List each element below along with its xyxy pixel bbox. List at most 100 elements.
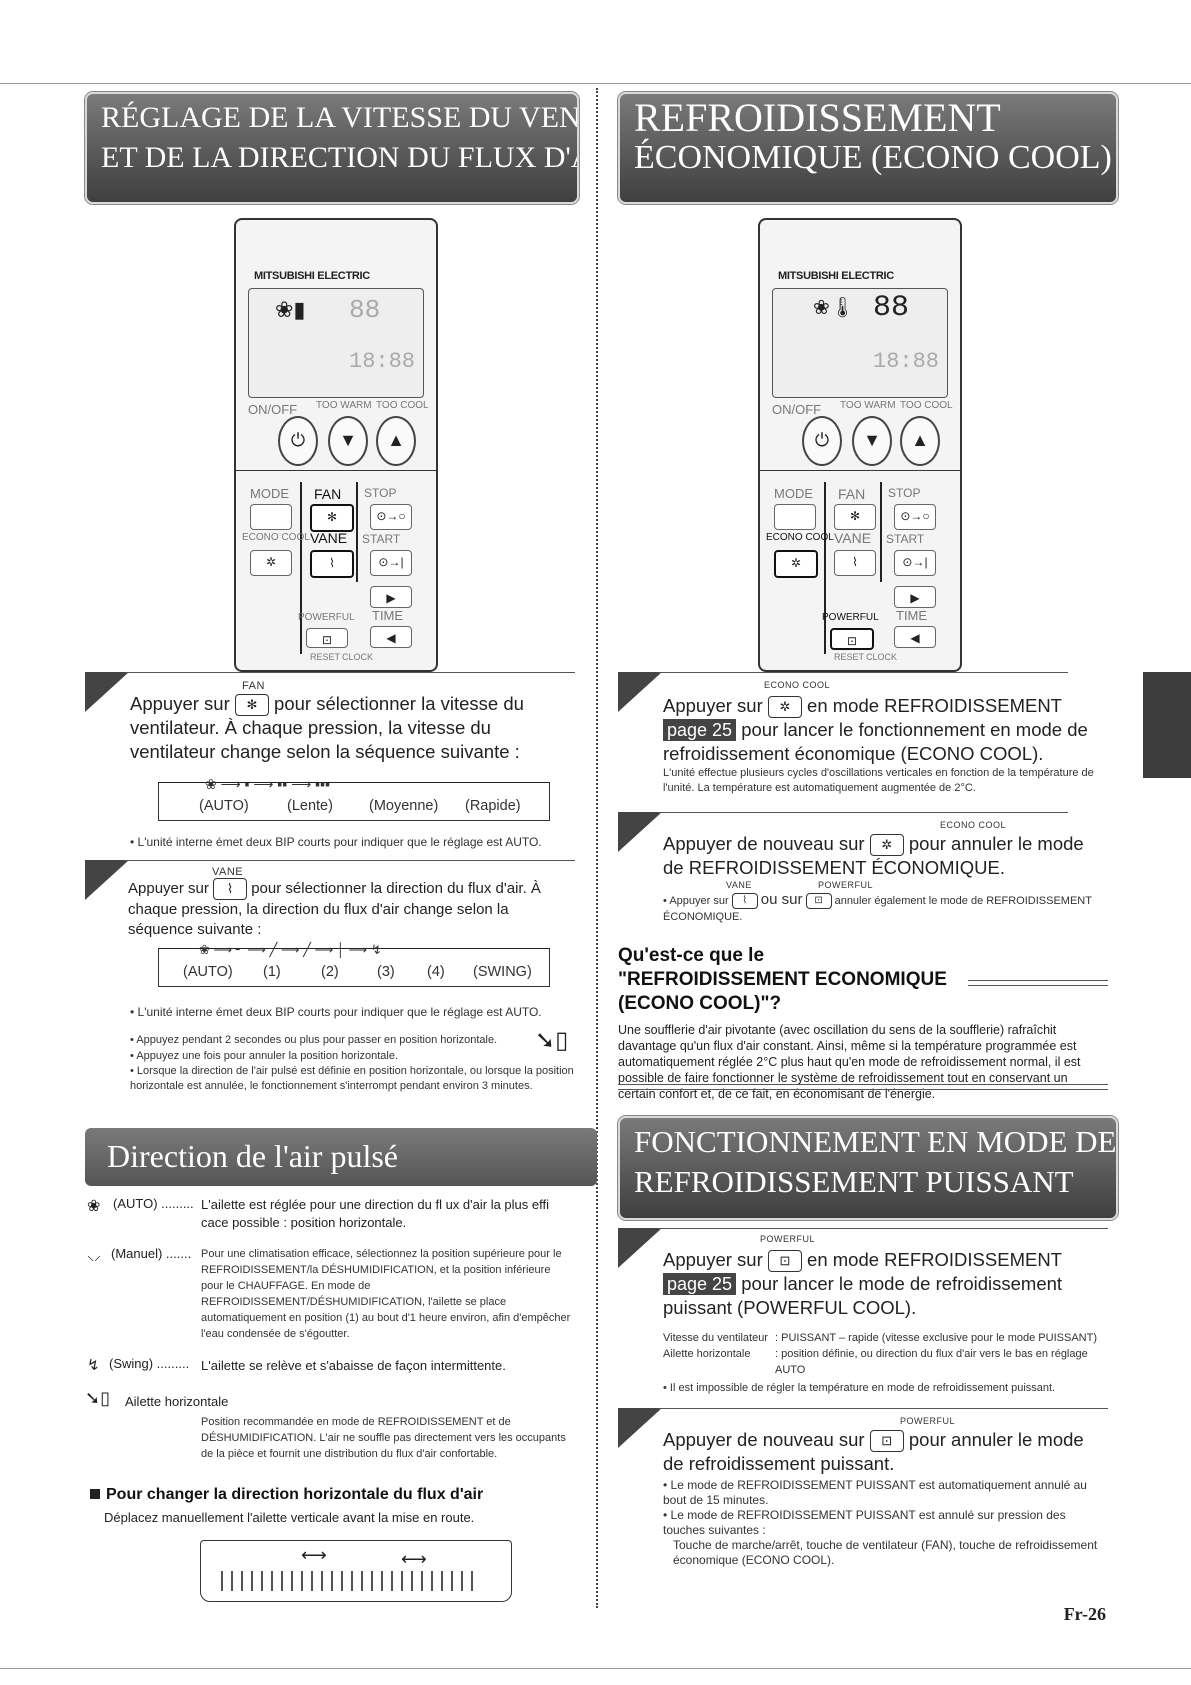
vane-seq-symbols: ❀ ⟶ ╴ ⟶ ╱ ⟶ ╱ ⟶ │ ⟶ ↯ — [199, 942, 382, 957]
banner-powerful-cooling: Fonctionnement en mode de refroidissemen… — [618, 1116, 1118, 1220]
econo-explanation: Qu'est-ce que le "REFROIDISSEMENT ECONOM… — [618, 944, 1108, 1102]
stop-timer-button[interactable]: ⊙→○ — [370, 504, 412, 530]
too-cool-label: TOO COOL — [376, 400, 429, 411]
banner-title-line2: et de la direction du flux d'air — [101, 141, 579, 174]
powerful-label: POWERFUL — [822, 612, 879, 623]
too-warm-label: TOO WARM — [840, 400, 896, 411]
banner-air-direction: Direction de l'air pulsé — [85, 1128, 597, 1186]
vane-key-icon: ⌇ — [213, 878, 248, 900]
vane-note-1: • L'unité interne émet deux BIP courts p… — [130, 1005, 542, 1019]
time-down-button[interactable]: ◀ — [894, 626, 936, 648]
banner-title-line1: Refroidissement — [634, 95, 1001, 140]
vane-note-3: • Appuyez une fois pour annuler la posit… — [130, 1050, 399, 1062]
start-timer-button[interactable]: ⊙→| — [894, 550, 936, 576]
left-right-arrow-icon: ⟷ — [301, 1545, 327, 1565]
remote-display: ❀▮ 88 18:88 — [248, 288, 424, 398]
remote-display: ❀🌡 88 18:88 — [772, 288, 948, 398]
reset-label: RESET — [834, 652, 865, 662]
fan-speed-icon: ❀▮ — [275, 297, 306, 322]
econo-cool-button[interactable]: ✲ — [250, 550, 292, 576]
mode-button[interactable] — [774, 504, 816, 530]
vane-key-icon: ⌇ — [731, 893, 758, 910]
step-econo-cancel: ECONO COOL Appuyer de nouveau sur ✲ pour… — [618, 812, 1108, 932]
vane-button[interactable]: ⌇ — [834, 550, 876, 576]
bottom-rule — [0, 1668, 1191, 1669]
econo-cancel-instruction: Appuyer de nouveau sur ✲ pour annuler le… — [663, 833, 1084, 879]
onoff-label: ON/OFF — [248, 402, 298, 417]
econo-display-icon: ❀🌡 — [813, 297, 856, 319]
fan-button[interactable]: ✻ — [310, 504, 354, 532]
econo-note: L'unité effectue plusieurs cycles d'osci… — [663, 767, 1094, 794]
time-down-button[interactable]: ◀ — [370, 626, 412, 648]
powerful-button[interactable]: ⊡ — [830, 628, 874, 650]
vane-seq-4: (4) — [427, 964, 445, 980]
vane-note-4: • Lorsque la direction de l'air pulsé es… — [130, 1065, 574, 1092]
vane-seq-2: (2) — [321, 964, 339, 980]
horizontal-heading: Pour changer la direction horizontale du… — [90, 1486, 580, 1504]
vane-seq-swing: (SWING) — [473, 964, 532, 980]
auto-icon: ❀ — [87, 1198, 101, 1215]
vane-caption-small: VANE — [726, 880, 752, 890]
econo-key-icon: ✲ — [767, 696, 802, 719]
vane-sequence-box: ❀ ⟶ ╴ ⟶ ╱ ⟶ ╱ ⟶ │ ⟶ ↯ (AUTO) (1) (2) (3)… — [158, 942, 550, 987]
clock-label: CLOCK — [866, 652, 898, 662]
start-label: START — [886, 532, 925, 546]
econo-key-icon: ✲ — [869, 834, 904, 857]
manual-vane-icon: ⸜⸝ — [87, 1247, 101, 1263]
temp-down-button[interactable]: ▼ — [852, 416, 892, 466]
onoff-button[interactable]: ⏻ — [278, 416, 318, 466]
econo-cool-label: ECONO COOL — [242, 532, 310, 543]
econo-cancel-note: • Appuyer sur ⌇ ou sur ⊡ annuler égaleme… — [663, 891, 1092, 924]
onoff-button[interactable]: ⏻ — [802, 416, 842, 466]
fan-seq-moyenne: (Moyenne) — [369, 798, 439, 814]
clock-segments: 18:88 — [349, 349, 416, 374]
mode-button[interactable] — [250, 504, 292, 530]
temp-up-button[interactable]: ▲ — [376, 416, 416, 466]
fan-button[interactable]: ✻ — [834, 504, 876, 530]
powerful-key-icon: ⊡ — [767, 1250, 802, 1273]
remote-control-left: MITSUBISHI ELECTRIC ❀▮ 88 18:88 ON/OFF T… — [234, 218, 438, 672]
horizontal-change-section: Pour changer la direction horizontale du… — [90, 1486, 580, 1525]
fan-caption: FAN — [242, 680, 265, 692]
banner-econo-cool: Refroidissement économique (ECONO COOL) — [618, 92, 1118, 204]
step-marker — [618, 672, 662, 712]
powerful-caption-2: POWERFUL — [900, 1416, 956, 1426]
remote-control-right: MITSUBISHI ELECTRIC ❀🌡 88 18:88 ON/OFF T… — [758, 218, 962, 672]
horizontal-icon: ➘▯ — [85, 1388, 110, 1408]
vane-button[interactable]: ⌇ — [310, 550, 354, 578]
temp-up-button[interactable]: ▲ — [900, 416, 940, 466]
page-ref-tag: page 25 — [663, 719, 737, 742]
step-marker — [618, 1408, 662, 1448]
vane-seq-auto: (AUTO) — [183, 964, 233, 980]
step-vane: VANE Appuyer sur ⌇ pour sélectionner la … — [85, 860, 575, 1120]
step-marker — [85, 672, 129, 712]
vane-seq-1: (1) — [263, 964, 281, 980]
econo-cool-button[interactable]: ✲ — [774, 550, 818, 578]
banner-title-line1: Fonctionnement en mode de — [634, 1124, 1117, 1159]
step-powerful-start: POWERFUL Appuyer sur ⊡ en mode REFROIDIS… — [618, 1228, 1108, 1398]
start-timer-button[interactable]: ⊙→| — [370, 550, 412, 576]
section-tab — [1143, 672, 1191, 778]
time-up-button[interactable]: ▶ — [894, 586, 936, 608]
time-up-button[interactable]: ▶ — [370, 586, 412, 608]
powerful-button[interactable]: ⊡ — [306, 628, 348, 648]
econo-instruction: Appuyer sur ✲ en mode REFROIDISSEMENT pa… — [663, 695, 1088, 765]
too-cool-label: TOO COOL — [900, 400, 953, 411]
step-marker — [85, 860, 129, 900]
stop-label: STOP — [888, 486, 921, 500]
powerful-key-icon: ⊡ — [869, 1430, 904, 1453]
banner-title-line2: économique (ECONO COOL) — [634, 139, 1112, 176]
fan-instruction: Appuyer sur ✻ pour sélectionner la vites… — [130, 693, 524, 763]
temp-segments: 88 — [873, 291, 910, 325]
step-powerful-cancel: POWERFUL Appuyer de nouveau sur ⊡ pour a… — [618, 1408, 1108, 1588]
banner-title-line1: Réglage de la vitesse du ventilateur — [101, 101, 579, 134]
vane-label: VANE — [310, 530, 348, 546]
top-rule — [0, 83, 1191, 84]
column-divider — [596, 88, 598, 1608]
powerful-label: POWERFUL — [298, 612, 355, 623]
step-econo-start: ECONO COOL Appuyer sur ✲ en mode REFROID… — [618, 672, 1108, 802]
temp-down-button[interactable]: ▼ — [328, 416, 368, 466]
reset-label: RESET — [310, 652, 341, 662]
banner-fan-vane: Réglage de la vitesse du ventilateur et … — [85, 92, 579, 204]
stop-timer-button[interactable]: ⊙→○ — [894, 504, 936, 530]
